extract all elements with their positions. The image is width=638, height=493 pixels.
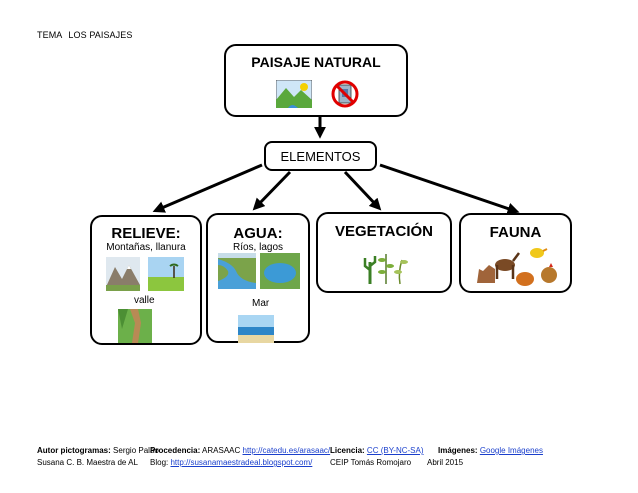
paisaje-natural-title: PAISAJE NATURAL — [251, 54, 381, 70]
fauna-title: FAUNA — [489, 224, 542, 241]
procedencia-link[interactable]: http://catedu.es/arasaac/ — [242, 446, 331, 455]
valley-icon — [118, 309, 152, 343]
arrow-to-fauna — [379, 163, 520, 215]
mar-label: Mar — [252, 298, 270, 309]
blog-label: Blog: — [150, 458, 169, 467]
autor-value: Sergio Palao — [113, 446, 159, 455]
relieve-title: RELIEVE: — [111, 225, 181, 242]
arrow-to-relieve — [152, 163, 263, 213]
mountains-icon — [106, 257, 140, 291]
vegetacion-title: VEGETACIÓN — [334, 223, 434, 240]
arrow-to-vegetacion — [343, 170, 382, 211]
plants-icon — [363, 254, 408, 285]
imagenes-credit: Imágenes: Google Imágenes — [438, 446, 543, 455]
relieve-node: RELIEVE: Montañas, llanura valle — [90, 215, 202, 345]
school-credit: CEIP Tomás Romojaro — [330, 458, 412, 467]
procedencia-label: Procedencia: — [150, 446, 201, 455]
licencia-link[interactable]: CC (BY-NC-SA) — [366, 446, 424, 455]
licencia-label: Licencia: — [330, 446, 365, 455]
vegetacion-node: VEGETACIÓN — [316, 212, 452, 293]
fauna-node: FAUNA — [459, 213, 572, 293]
tema-label: TEMA — [37, 30, 63, 40]
relieve-subtitle: Montañas, llanura — [106, 242, 186, 253]
procedencia-credit: Procedencia: ARASAAC http://catedu.es/ar… — [150, 446, 330, 455]
date-credit: Abril 2015 — [427, 458, 464, 467]
imagenes-link[interactable]: Google Imágenes — [479, 446, 543, 455]
maestra-credit: Susana C. B. Maestra de AL — [37, 458, 138, 467]
autor-label: Autor pictogramas: — [37, 446, 111, 455]
imagenes-label: Imágenes: — [438, 446, 478, 455]
paisaje-natural-node: PAISAJE NATURAL — [224, 44, 408, 117]
licencia-credit: Licencia: CC (BY-NC-SA) — [330, 446, 424, 455]
plain-icon — [148, 257, 184, 291]
lake-icon — [260, 253, 300, 289]
page-header: TEMA LOS PAISAJES — [37, 30, 138, 40]
river-icon — [218, 253, 256, 289]
valle-label: valle — [134, 295, 155, 306]
agua-subtitle: Ríos, lagos — [232, 242, 284, 253]
sea-icon — [238, 315, 274, 343]
arrow-to-agua — [252, 170, 292, 211]
no-pollution-icon — [331, 80, 359, 108]
animals-icon — [477, 248, 557, 286]
agua-title: AGUA: — [233, 225, 283, 242]
blog-credit: Blog: http://susanamaestradeal.blogspot.… — [150, 458, 312, 467]
procedencia-value: ARASAAC — [202, 446, 241, 455]
autor-credit: Autor pictogramas: Sergio Palao — [37, 446, 159, 455]
blog-link[interactable]: http://susanamaestradeal.blogspot.com/ — [170, 458, 313, 467]
topic-label: LOS PAISAJES — [68, 30, 133, 40]
elementos-node: ELEMENTOS — [264, 141, 377, 171]
agua-node: AGUA: Ríos, lagos Mar — [206, 213, 310, 343]
landscape-icon — [276, 80, 312, 108]
elementos-label: ELEMENTOS — [280, 149, 361, 164]
